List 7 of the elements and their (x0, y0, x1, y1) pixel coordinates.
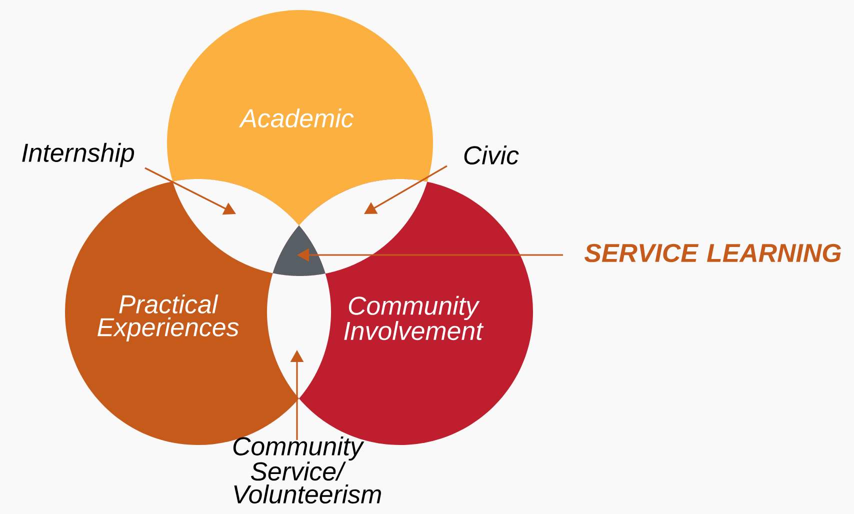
overlap-region (299, 179, 428, 274)
callout-label: SERVICE LEARNING (584, 244, 841, 262)
callout-label: Internship (22, 142, 134, 168)
overlap-region (172, 179, 299, 274)
overlap-region (267, 273, 331, 398)
callout-label: Civic (464, 146, 519, 164)
center-region (272, 226, 326, 276)
